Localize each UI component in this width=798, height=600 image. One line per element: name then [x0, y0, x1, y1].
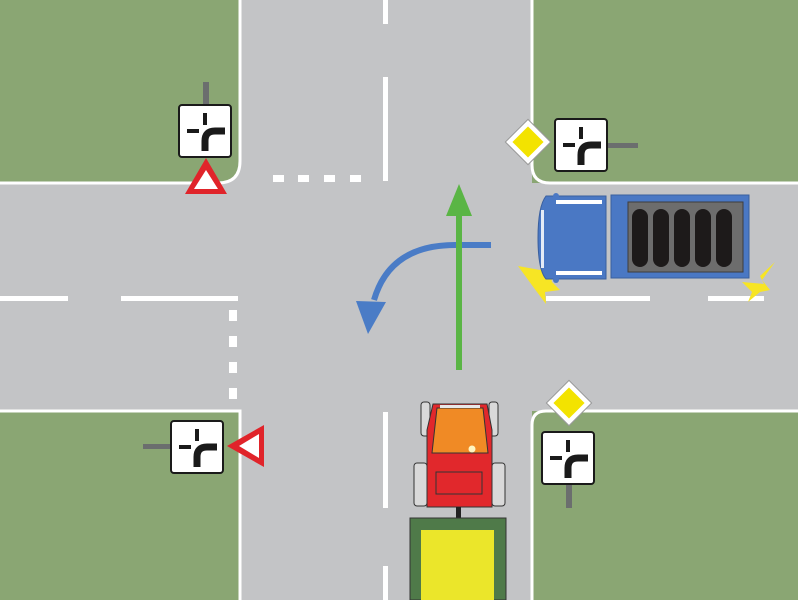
green-straight-arrow-icon	[446, 184, 472, 370]
priority-direction-plate-icon	[171, 421, 223, 473]
blue-truck	[518, 193, 775, 304]
sign-post	[203, 82, 209, 106]
sign-post	[606, 143, 638, 148]
sign-sw-yield-with-plate	[143, 421, 264, 473]
red-truck	[409, 401, 507, 600]
sign-post	[143, 444, 173, 449]
priority-direction-plate-icon	[542, 432, 594, 484]
turn-signal-rear-icon	[742, 262, 775, 302]
sign-nw-yield-with-plate	[179, 82, 231, 194]
priority-direction-plate-icon	[555, 119, 607, 171]
lane-markings	[0, 0, 764, 600]
sign-se-priority-with-plate	[542, 379, 594, 508]
sign-post	[566, 482, 572, 508]
blue-left-turn-arrow-icon	[356, 242, 491, 334]
priority-direction-plate-icon	[179, 105, 231, 157]
sign-ne-priority-with-plate	[504, 119, 638, 171]
yield-sign-icon	[185, 158, 227, 194]
yield-sign-icon	[227, 425, 264, 467]
